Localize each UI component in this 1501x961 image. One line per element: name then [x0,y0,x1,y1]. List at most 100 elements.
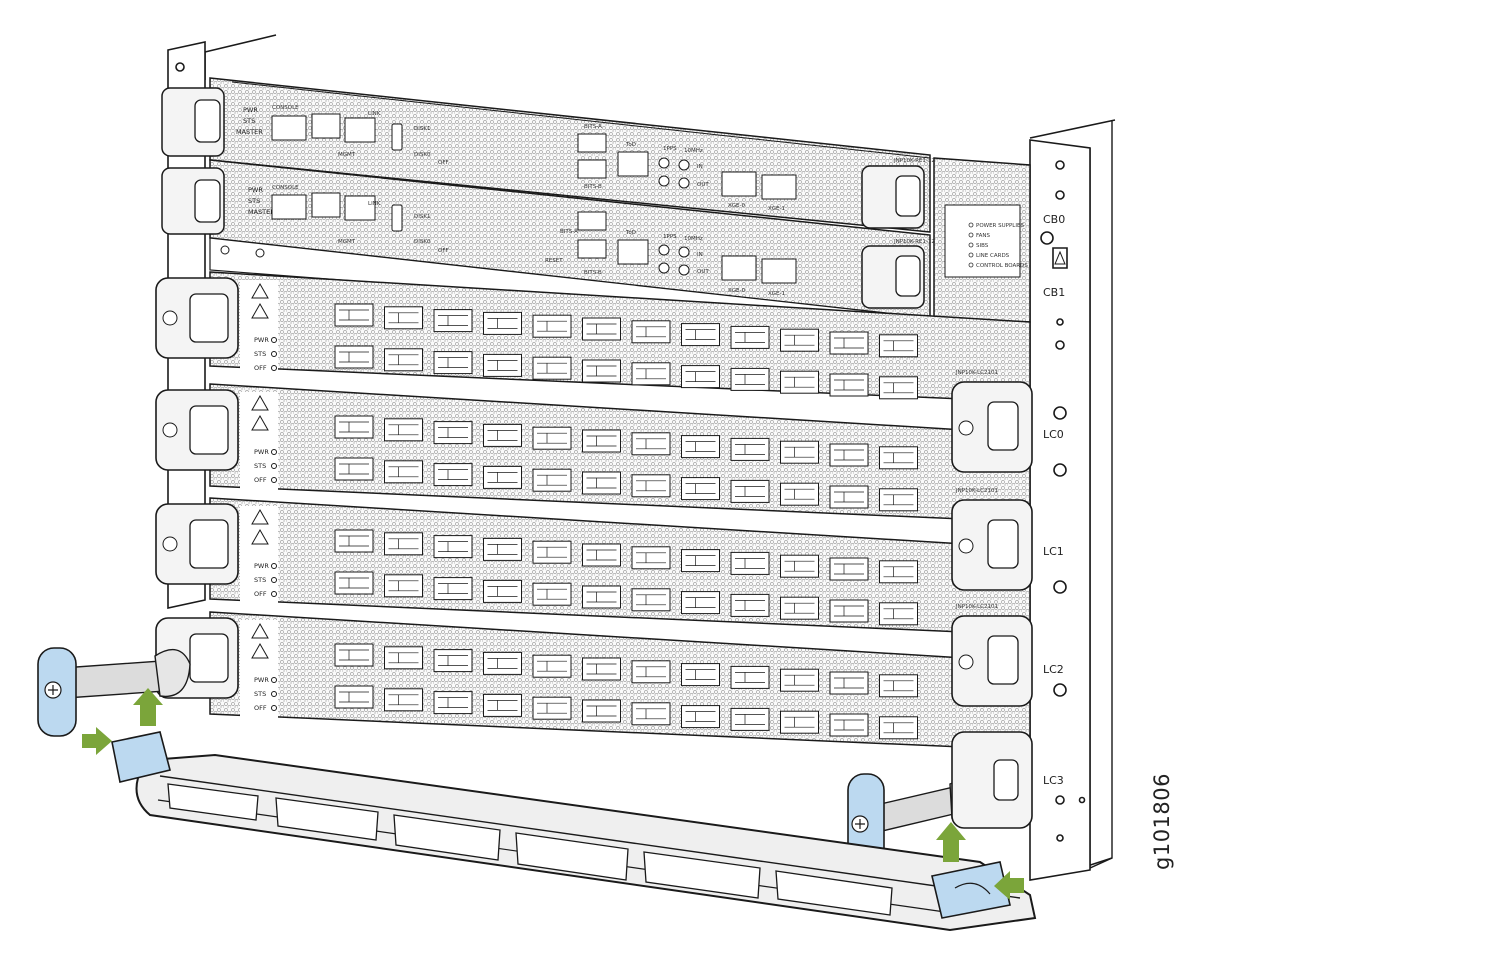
port [730,325,770,349]
screw-icon [162,536,178,552]
port [483,579,522,603]
port [433,577,473,601]
port [582,429,621,453]
port [532,426,572,450]
port [780,328,819,352]
lc3-label: LC3 [1043,774,1064,787]
lc2-model: JNP10K-LC2101 [955,488,998,494]
port [730,437,770,461]
port [631,474,671,498]
port [730,593,770,617]
port [730,367,770,391]
lc2-led-pwr: PWR [254,562,269,570]
port [829,713,869,737]
cb0-model: JNP10K-RE1-128 [893,158,939,164]
cb1-link-label: LINK [368,201,381,207]
warning-icon [251,302,269,319]
port [879,376,918,400]
cb1-in: IN [697,252,703,258]
port [730,551,770,575]
port [829,671,869,695]
cb0-label: CB0 [1043,213,1065,226]
lc1-led-sts: STS [254,462,266,470]
warning-icon [251,394,269,411]
install-arrows [82,688,1024,900]
port [681,365,720,389]
port [879,488,918,512]
port [681,323,720,347]
cb1-10mhz: 10MHz [684,236,703,242]
cb0-out: OUT [697,182,709,188]
cb1-xge1: XGE-1 [768,291,785,297]
port [483,465,522,489]
status-fans: FANS [976,233,991,239]
cb1-tod: ToD [625,230,636,236]
cb1-led-sts: STS [248,197,260,205]
port [433,649,473,673]
port [483,311,522,335]
warning-icon [251,622,269,639]
port [730,707,770,731]
cb1-out: OUT [697,269,709,275]
lc2-led-off: OFF [254,590,267,598]
port [433,421,473,445]
right-rack-ear [1029,139,1091,881]
lc3-model: JNP10K-LC2101 [955,604,998,610]
status-sibs: SIBS [976,243,989,249]
cb1-xge0: XGE-0 [728,288,745,294]
screw-icon [958,654,974,670]
port [879,602,918,626]
warning-icon [251,508,269,525]
lc2-led-sts: STS [254,576,266,584]
cable-management-tray [111,731,1037,932]
warning-icon [251,642,269,659]
cb0-led-sts: STS [243,117,255,125]
cb0-disk1-label: DISK1 [414,126,430,132]
port [631,702,671,726]
right-arrow-up-icon [936,822,966,862]
left-arrow-right-icon [82,727,112,755]
cb0-console-label: CONSOLE [272,105,299,111]
cb0-disk0-label: DISK0 [414,152,431,158]
lc0-led-off: OFF [254,364,267,372]
port [384,688,423,712]
tray-left-bracket [111,731,171,783]
port [681,591,720,615]
port [780,370,819,394]
port [582,359,621,383]
cb0-link-label: LINK [368,111,381,117]
cb0-bits-b: BITS-B [584,184,602,190]
cb0-xge0: XGE-0 [728,203,745,209]
port [433,691,473,715]
port [334,303,374,327]
cb1-reset: RESET [545,258,563,264]
port [532,654,572,678]
port [483,537,522,561]
port [631,588,671,612]
status-control-boards: CONTROL BOARDS [976,263,1028,269]
port [433,309,473,333]
port [879,446,918,470]
port [582,543,621,567]
cb1-disk0-label: DISK0 [414,239,431,245]
port [384,460,423,484]
screw-icon [162,310,178,326]
port [384,646,423,670]
lc1-led-off: OFF [254,476,267,484]
port [483,423,522,447]
port [879,334,918,358]
port [780,596,819,620]
cb1-led-master: MASTER [248,208,275,216]
cb0-in: IN [697,164,703,170]
cb1-led-pwr: PWR [248,186,263,194]
port [780,710,819,734]
cb1-bits-a: BITS-A [560,229,578,235]
figure-id: g101806 [1150,773,1174,870]
port [829,485,869,509]
port [879,674,918,698]
port [730,665,770,689]
cb0-led-pwr: PWR [243,106,258,114]
lc1-model: JNP10K-LC2101 [955,370,998,376]
port [483,693,522,717]
